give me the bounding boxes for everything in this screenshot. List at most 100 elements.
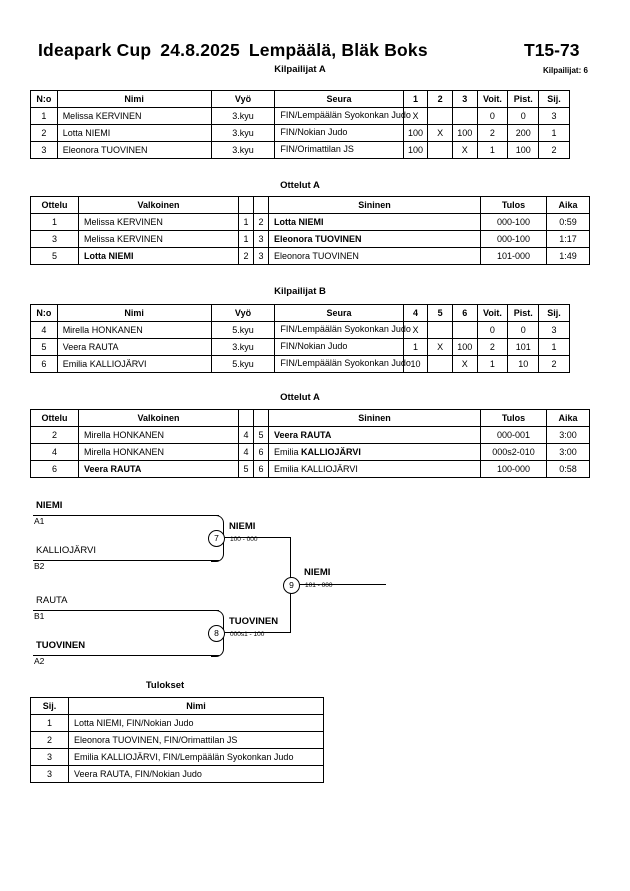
- pool-a-heading: Kilpailijat A: [274, 64, 326, 75]
- cell-vs-1: 100: [402, 141, 429, 159]
- cell-time: 1:17: [546, 230, 590, 248]
- cell-vs-3: X: [451, 141, 478, 159]
- table-row: 2 Mirella HONKANEN 4 5 Veera RAUTA 000-0…: [30, 426, 590, 444]
- table-row: 5 Veera RAUTA 3.kyu FIN/Nokian Judo 1 X …: [30, 338, 570, 356]
- cell-blue: Eleonora TUOVINEN: [268, 230, 481, 248]
- table-row: 3 Eleonora TUOVINEN 3.kyu FIN/Orimattila…: [30, 141, 570, 159]
- bracket-seed-code-4: A2: [34, 656, 45, 666]
- cell-wins: 1: [476, 141, 509, 159]
- table-header-row: Ottelu Valkoinen Sininen Tulos Aika: [30, 409, 590, 427]
- cell-vs-3: 100: [451, 124, 478, 142]
- cell-wins: 1: [476, 355, 509, 373]
- bracket-sf1-out-line: [225, 537, 291, 538]
- col-rank: Sij.: [538, 90, 570, 108]
- event-date: 24.8.2025: [160, 40, 240, 60]
- cell-name: Eleonora TUOVINEN, FIN/Orimattilan JS: [68, 731, 324, 749]
- cell-bout: 5: [30, 247, 79, 265]
- col-white: Valkoinen: [78, 196, 239, 214]
- bouts-a-heading: Ottelut A: [280, 180, 320, 191]
- table-row: 5 Lotta NIEMI 2 3 Eleonora TUOVINEN 101-…: [30, 247, 590, 265]
- col-time: Aika: [546, 196, 590, 214]
- cell-vs-4: 10: [402, 355, 429, 373]
- cell-vs-2: [427, 141, 453, 159]
- competitors-count: Kilpailijat: 6: [543, 66, 588, 75]
- bracket-final-winner: NIEMI: [304, 567, 331, 578]
- cell-belt: 5.kyu: [210, 355, 276, 373]
- col-no: N:o: [30, 304, 58, 322]
- table-row: 1 Melissa KERVINEN 3.kyu FIN/Lempäälän S…: [30, 107, 570, 125]
- bracket-seed-line-4: [33, 655, 219, 656]
- cell-name: Lotta NIEMI, FIN/Nokian Judo: [68, 714, 324, 732]
- cell-white: Mirella HONKANEN: [78, 443, 239, 461]
- cell-no: 2: [30, 124, 58, 142]
- bracket-seed-code-1: A1: [34, 516, 45, 526]
- col-result: Tulos: [480, 196, 547, 214]
- col-white-no: [238, 196, 254, 214]
- col-white: Valkoinen: [78, 409, 239, 427]
- col-time: Aika: [546, 409, 590, 427]
- col-result: Tulos: [480, 409, 547, 427]
- cell-white-no: 1: [238, 230, 254, 248]
- col-blue: Sininen: [268, 196, 481, 214]
- cell-time: 3:00: [546, 426, 590, 444]
- table-header-row: Ottelu Valkoinen Sininen Tulos Aika: [30, 196, 590, 214]
- cell-belt: 3.kyu: [210, 107, 276, 125]
- table-row: 3 Melissa KERVINEN 1 3 Eleonora TUOVINEN…: [30, 230, 590, 248]
- col-white-no: [238, 409, 254, 427]
- bracket-seed-line-3: [33, 610, 219, 611]
- cell-bout: 6: [30, 460, 79, 478]
- bracket-node-9: 9: [283, 577, 300, 594]
- cell-result: 101-000: [480, 247, 547, 265]
- cell-vs-3: [451, 107, 478, 125]
- bracket-node-7: 7: [208, 530, 225, 547]
- col-blue-no: [253, 196, 269, 214]
- cell-belt: 3.kyu: [210, 141, 276, 159]
- table-row: 1 Melissa KERVINEN 1 2 Lotta NIEMI 000-1…: [30, 213, 590, 231]
- cell-no: 6: [30, 355, 58, 373]
- bracket-node-8: 8: [208, 625, 225, 642]
- col-no: N:o: [30, 90, 58, 108]
- col-name: Nimi: [56, 90, 212, 108]
- cell-wins: 0: [476, 321, 509, 339]
- col-belt: Vyö: [210, 304, 276, 322]
- table-header-row: N:o Nimi Vyö Seura 1 2 3 Voit. Pist. Sij…: [30, 90, 570, 108]
- cell-vs-5: [427, 355, 453, 373]
- cell-blue-no: 3: [253, 230, 269, 248]
- cell-no: 1: [30, 107, 58, 125]
- col-bout: Ottelu: [30, 409, 79, 427]
- cell-belt: 3.kyu: [210, 338, 276, 356]
- cell-blue-firstname: Emilia: [274, 447, 302, 457]
- cell-white: Melissa KERVINEN: [78, 213, 239, 231]
- event-venue: Lempäälä, Bläk Boks: [248, 40, 428, 60]
- cell-vs-4: 1: [402, 338, 429, 356]
- col-wins: Voit.: [476, 304, 509, 322]
- cell-white: Melissa KERVINEN: [78, 230, 239, 248]
- bracket-seed-line-2: [33, 560, 219, 561]
- cell-rank: 3: [538, 321, 570, 339]
- cell-points: 100: [507, 141, 540, 159]
- cell-result: 000-001: [480, 426, 547, 444]
- table-row: 4 Mirella HONKANEN 4 6 Emilia KALLIOJÄRV…: [30, 443, 590, 461]
- cell-blue: Emilia KALLIOJÄRVI: [268, 443, 481, 461]
- final-results-table: Sij. Nimi 1 Lotta NIEMI, FIN/Nokian Judo…: [30, 697, 324, 783]
- cell-rank: 3: [30, 748, 69, 766]
- bracket-seed-line-1: [33, 515, 219, 516]
- cell-blue: Eleonora TUOVINEN: [268, 247, 481, 265]
- cell-club: FIN/Orimattilan JS: [274, 141, 404, 159]
- cell-white-no: 1: [238, 213, 254, 231]
- bracket-sf2-winner: TUOVINEN: [229, 616, 279, 627]
- cell-vs-6: [451, 321, 478, 339]
- cell-points: 10: [507, 355, 540, 373]
- table-row: 6 Emilia KALLIOJÄRVI 5.kyu FIN/Lempäälän…: [30, 355, 570, 373]
- bracket-seed-name-1: NIEMI: [36, 500, 63, 511]
- cell-time: 0:59: [546, 213, 590, 231]
- col-blue-no: [253, 409, 269, 427]
- cell-blue-no: 5: [253, 426, 269, 444]
- cell-vs-5: [427, 321, 453, 339]
- cell-wins: 0: [476, 107, 509, 125]
- col-bout: Ottelu: [30, 196, 79, 214]
- cell-points: 101: [507, 338, 540, 356]
- cell-rank: 3: [538, 107, 570, 125]
- table-row: 3 Emilia KALLIOJÄRVI, FIN/Lempäälän Syok…: [30, 748, 324, 766]
